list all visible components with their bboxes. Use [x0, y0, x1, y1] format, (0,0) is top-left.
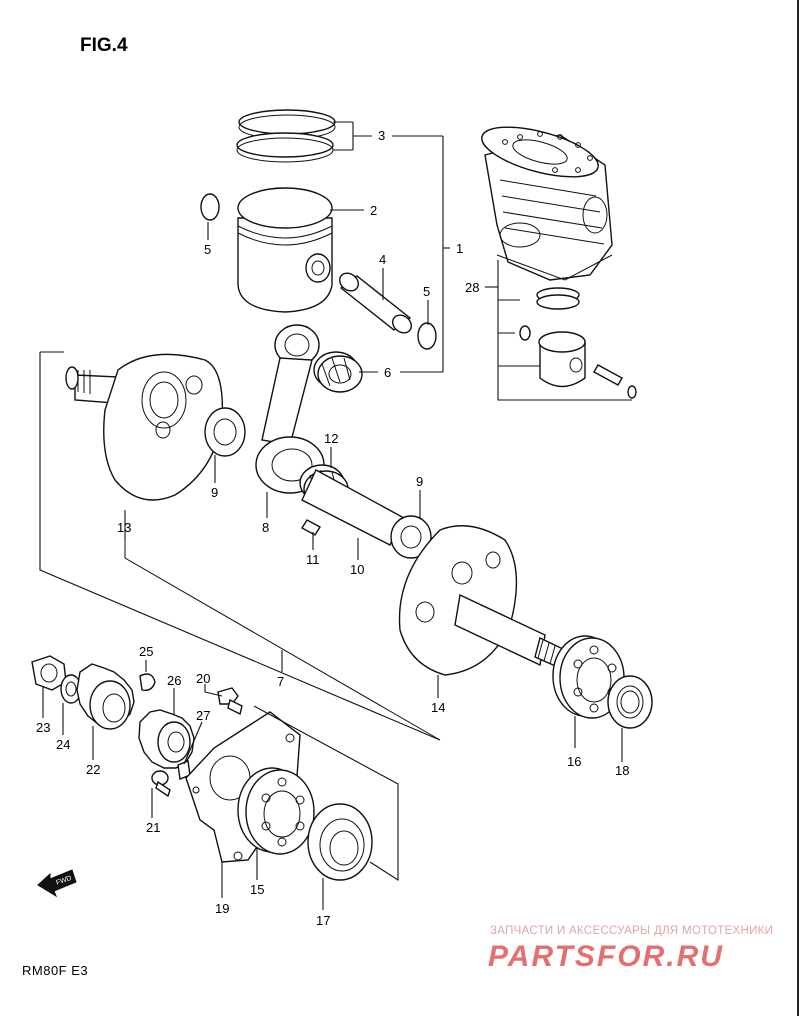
callout-17: 17 — [316, 913, 330, 928]
callout-22: 22 — [86, 762, 100, 777]
kit-piston — [538, 331, 586, 388]
callout-2: 2 — [370, 203, 377, 218]
callout-23: 23 — [36, 720, 50, 735]
callout-25: 25 — [139, 644, 153, 659]
needle-bearing-small-end — [313, 351, 363, 393]
crankshaft-left — [65, 353, 224, 501]
watermark-brand: PARTSFOR.RU — [488, 940, 724, 973]
assembly-bracket-lower — [253, 705, 399, 882]
cylinder-assembly — [481, 126, 613, 281]
fwd-arrow-icon: FWD — [37, 869, 77, 898]
callout-28: 28 — [465, 280, 479, 295]
callout-26: 26 — [167, 673, 181, 688]
bolt — [217, 687, 243, 716]
callout-7: 7 — [277, 674, 284, 689]
callout-21: 21 — [146, 820, 160, 835]
callout-12: 12 — [324, 431, 338, 446]
key — [139, 673, 156, 692]
callout-8: 8 — [262, 520, 269, 535]
callout-5-right: 5 — [423, 284, 430, 299]
connecting-rod — [255, 324, 325, 494]
pin — [301, 519, 321, 536]
oil-seal-left — [307, 803, 373, 881]
kit-circlip-2 — [627, 385, 637, 399]
callout-20: 20 — [196, 671, 210, 686]
callout-19: 19 — [215, 901, 229, 916]
callout-6: 6 — [384, 365, 391, 380]
assembly-bracket-7 — [39, 352, 441, 741]
callout-4: 4 — [379, 252, 386, 267]
circlip-right — [417, 322, 437, 350]
bearing-retainer-bolt — [151, 770, 171, 798]
callout-1: 1 — [456, 241, 463, 256]
piston-rings — [236, 109, 336, 163]
kit-circlip — [519, 325, 531, 341]
callout-3: 3 — [378, 128, 385, 143]
ball-bearing-left — [237, 767, 315, 855]
callout-9-right: 9 — [416, 474, 423, 489]
callout-13: 13 — [117, 520, 131, 535]
callout-24: 24 — [56, 737, 70, 752]
callout-5-left: 5 — [204, 242, 211, 257]
piston-pin — [339, 272, 412, 334]
callout-14: 14 — [431, 700, 445, 715]
callout-18: 18 — [615, 763, 629, 778]
model-code: RM80F E3 — [22, 963, 88, 978]
thrust-washer-right — [390, 515, 432, 559]
kit-piston-pin — [593, 364, 623, 386]
callout-11: 11 — [306, 552, 320, 567]
callout-9-left: 9 — [211, 485, 218, 500]
circlip-left — [200, 193, 220, 221]
primary-drive-gear — [76, 663, 135, 730]
callout-16: 16 — [567, 754, 581, 769]
washer — [60, 674, 82, 704]
kit-piston-rings — [536, 287, 580, 310]
callout-10: 10 — [350, 562, 364, 577]
callout-15: 15 — [250, 882, 264, 897]
pump-drive-gear — [138, 709, 195, 769]
watermark-subtitle: ЗАПЧАСТИ И АКСЕССУАРЫ ДЛЯ МОТОТЕХНИКИ — [490, 925, 773, 937]
crankshaft-right — [398, 525, 566, 676]
oil-seal-right — [607, 675, 653, 729]
thrust-washer-left — [204, 407, 246, 457]
callout-27: 27 — [196, 708, 210, 723]
crank-pin — [301, 469, 405, 546]
figure-title: FIG.4 — [80, 35, 128, 56]
piston — [237, 187, 333, 313]
